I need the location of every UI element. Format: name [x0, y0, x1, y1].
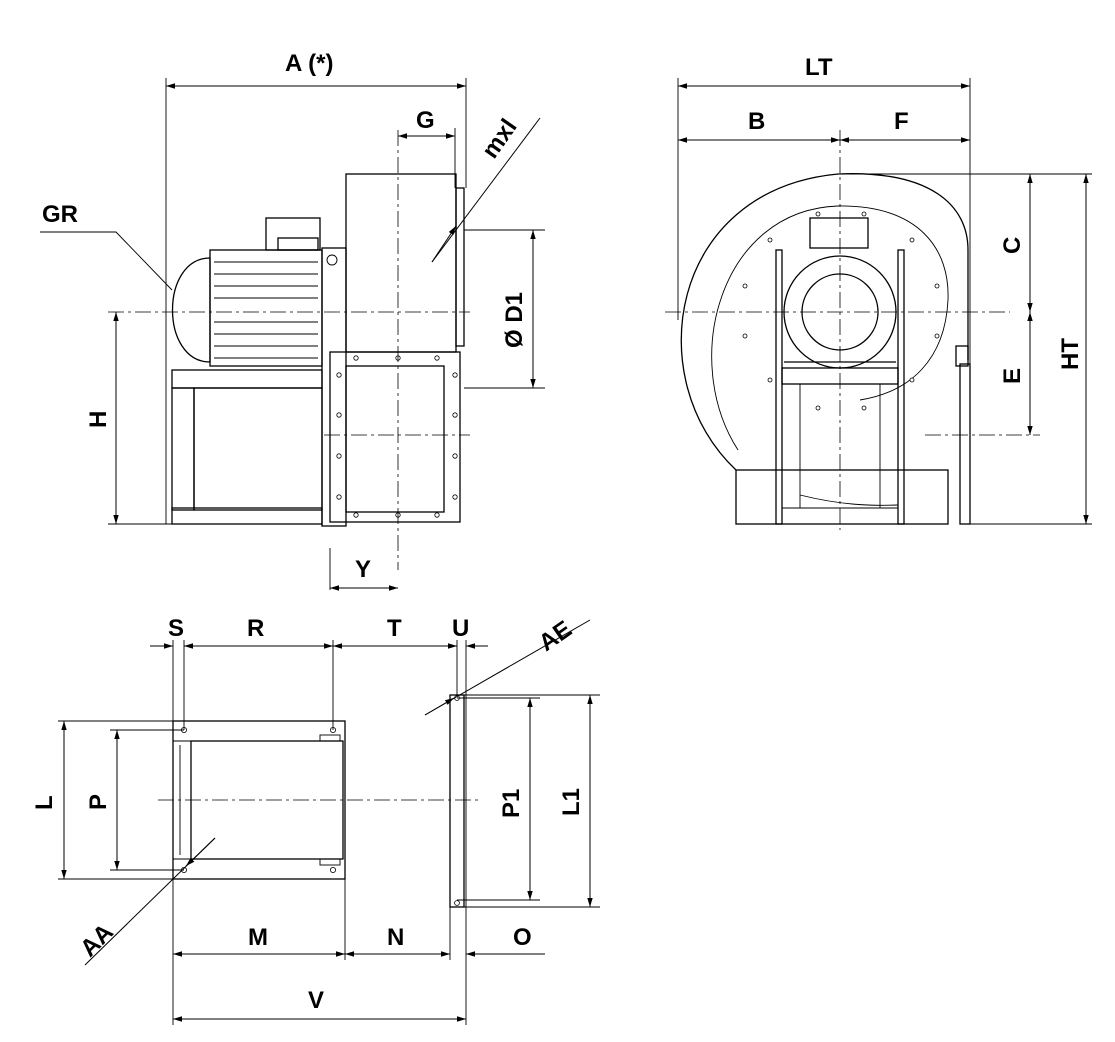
dimension-labels: A (*) G mxl GR Ø D1 H Y LT B F C E HT S …: [31, 50, 1084, 1014]
label-G: G: [416, 107, 435, 134]
label-T: T: [387, 615, 402, 642]
label-L1: L1: [558, 788, 585, 816]
side-view: [40, 78, 545, 591]
label-V: V: [308, 987, 324, 1014]
label-A: A (*): [285, 50, 333, 77]
label-mxl: mxl: [477, 114, 523, 163]
label-P: P: [85, 794, 112, 810]
label-Y: Y: [355, 556, 371, 583]
label-F: F: [894, 108, 909, 135]
label-B: B: [748, 108, 765, 135]
label-M: M: [248, 924, 268, 951]
label-GR: GR: [42, 201, 78, 228]
label-HT: HT: [1057, 338, 1084, 370]
label-P1: P1: [498, 789, 525, 818]
label-H: H: [85, 411, 112, 428]
label-AA: AA: [75, 919, 119, 963]
label-R: R: [247, 615, 264, 642]
label-E: E: [999, 368, 1026, 384]
label-O: O: [513, 924, 532, 951]
label-D1: Ø D1: [501, 292, 528, 348]
label-AE: AE: [534, 616, 577, 657]
front-view: [665, 78, 1092, 530]
label-N: N: [387, 924, 404, 951]
label-L: L: [31, 795, 58, 810]
label-S: S: [168, 615, 184, 642]
label-C: C: [999, 237, 1026, 254]
label-U: U: [452, 615, 469, 642]
flange-view: [58, 619, 600, 1025]
label-LT: LT: [805, 54, 833, 81]
